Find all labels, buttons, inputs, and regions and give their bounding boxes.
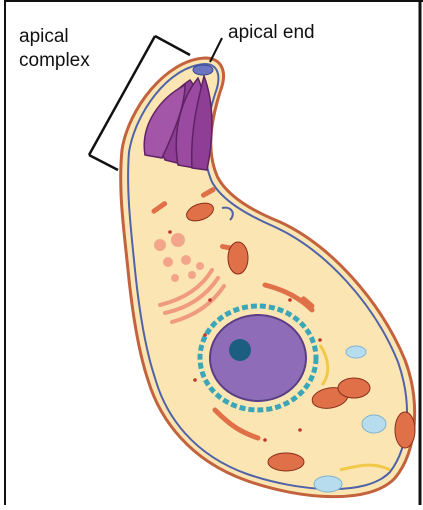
apical-complex-label-line1: apical (19, 26, 69, 48)
apical-end-leader (210, 38, 222, 62)
nucleolus (229, 339, 251, 361)
nucleus (210, 315, 306, 401)
cell-body (121, 58, 415, 497)
apical-end-label: apical end (228, 22, 315, 44)
apical-complex-label-line2: complex (19, 50, 90, 72)
conoid (193, 65, 213, 75)
